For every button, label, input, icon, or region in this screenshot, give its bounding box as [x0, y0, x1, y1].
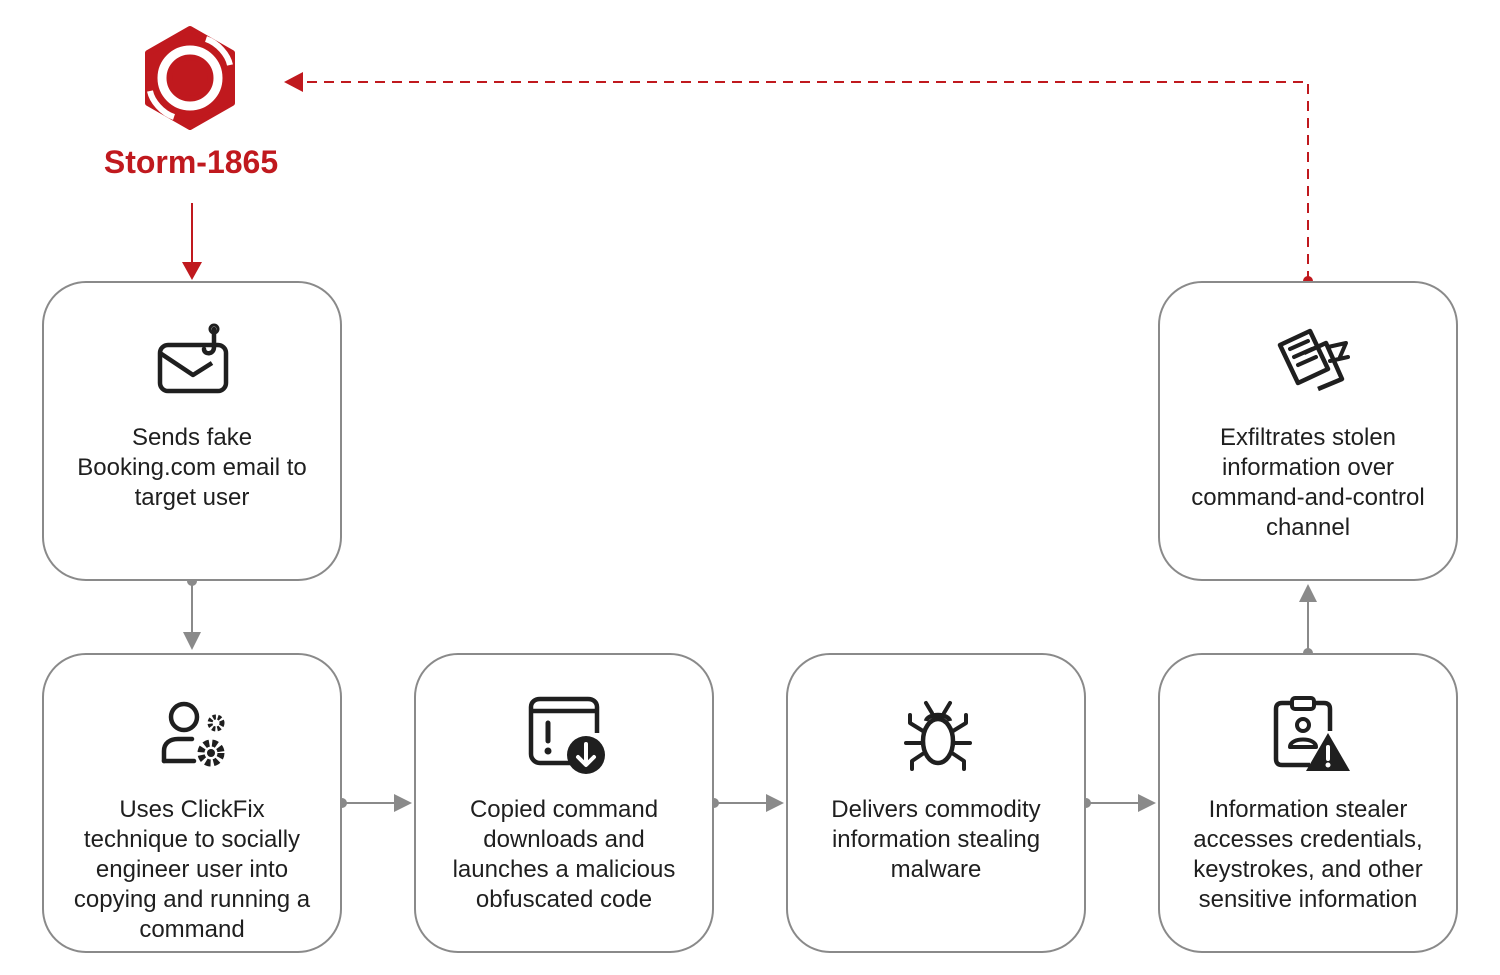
exfiltration-return-arrow: [284, 72, 1313, 286]
exfiltrate-documents-icon: [1277, 328, 1350, 392]
step3-to-step4-arrow: [709, 794, 784, 812]
step-card-exfiltrate: Exfiltrates stolen information over comm…: [1158, 281, 1458, 581]
step1-to-step2-arrow: [183, 576, 201, 650]
step2-to-step3-arrow: [337, 794, 412, 812]
bug-icon: [904, 701, 972, 771]
download-window-alert-icon: [528, 696, 605, 774]
step-text: Exfiltrates stolen information over comm…: [1191, 424, 1425, 541]
hexagon-ring-logo-icon: [145, 26, 235, 130]
phishing-email-icon: [157, 323, 229, 394]
step-text: Uses ClickFix technique to socially engi…: [73, 796, 311, 943]
user-settings-icon: [161, 701, 225, 767]
step-text: Sends fake Booking.com email to target u…: [77, 424, 307, 511]
actor-to-step1-arrow: [182, 203, 202, 280]
step-text: Copied command downloads and launches a …: [452, 796, 676, 913]
step4-to-step5-arrow: [1081, 794, 1156, 812]
step-card-copied-command: Copied command downloads and launches a …: [414, 653, 714, 953]
step-card-send-email: Sends fake Booking.com email to target u…: [42, 281, 342, 581]
step-card-deliver-malware: Delivers commodity information stealing …: [786, 653, 1086, 953]
actor-name: Storm-1865: [103, 144, 279, 180]
step-text: Delivers commodity information stealing …: [831, 796, 1041, 883]
step5-to-step6-arrow: [1299, 584, 1317, 658]
step-card-clickfix: Uses ClickFix technique to socially engi…: [42, 653, 342, 953]
step-text: Information stealer accesses credentials…: [1193, 796, 1423, 913]
step-card-info-stealer: Information stealer accesses credentials…: [1158, 653, 1458, 953]
clipboard-warning-icon: [1273, 696, 1350, 771]
